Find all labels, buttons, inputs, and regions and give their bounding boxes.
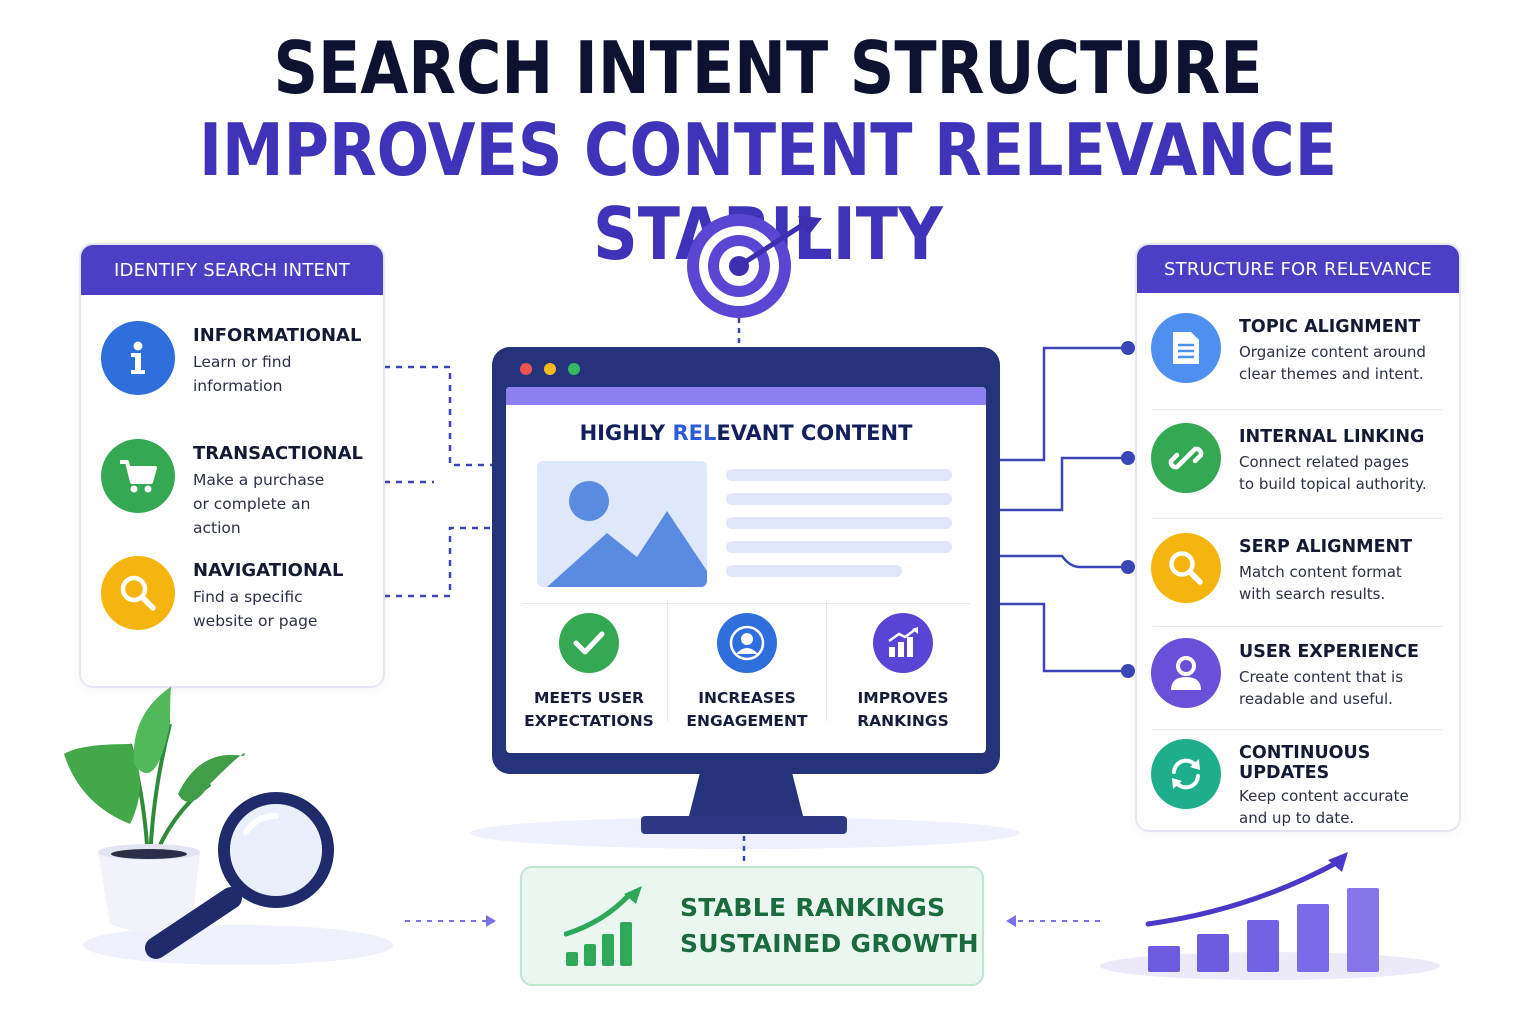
structure-title: USER EXPERIENCE <box>1239 642 1419 662</box>
target-icon <box>687 214 822 318</box>
text-line-placeholder <box>726 517 952 529</box>
title-line-2: IMPROVES CONTENT RELEVANCE STABILITY <box>198 108 1338 276</box>
screen-header-bar <box>506 387 986 405</box>
title-line-1: SEARCH INTENT STRUCTURE <box>273 26 1263 110</box>
intent-desc-line1: Learn or find <box>193 353 292 371</box>
structure-item-serp-alignment: SERP ALIGNMENT Match content format with… <box>1151 533 1445 606</box>
structure-title: CONTINUOUS UPDATES <box>1239 743 1371 783</box>
structure-title: TOPIC ALIGNMENT <box>1239 317 1421 337</box>
document-icon <box>1151 313 1221 383</box>
cart-icon <box>101 439 175 513</box>
structure-title: SERP ALIGNMENT <box>1239 537 1413 557</box>
left-panel-heading: IDENTIFY SEARCH INTENT <box>81 245 383 295</box>
structure-desc-line1: Organize content around <box>1239 343 1426 361</box>
text-line-placeholder <box>726 565 902 577</box>
intent-title: INFORMATIONAL <box>193 325 362 346</box>
monitor-base <box>641 816 847 834</box>
growth-chart-icon <box>564 886 642 966</box>
structure-item-internal-linking: INTERNAL LINKING Connect related pages t… <box>1151 423 1445 496</box>
structure-for-relevance-panel: STRUCTURE FOR RELEVANCE TOPIC ALIGNMENT … <box>1135 243 1461 832</box>
structure-desc-line1: Match content format <box>1239 563 1402 581</box>
text-line-placeholder <box>726 541 952 553</box>
refresh-icon <box>1151 739 1221 809</box>
intent-title: TRANSACTIONAL <box>193 443 363 464</box>
image-placeholder-icon <box>537 461 707 587</box>
check-icon <box>559 613 619 673</box>
structure-desc-line2: clear themes and intent. <box>1239 365 1424 383</box>
result-line-1: STABLE RANKINGS <box>680 893 946 922</box>
intent-desc-line2: website or page <box>193 612 318 630</box>
user-icon <box>717 613 777 673</box>
structure-desc-line1: Keep content accurate <box>1239 787 1409 805</box>
magnifier-illustration <box>145 792 334 959</box>
structure-desc-line2: with search results. <box>1239 585 1386 603</box>
intent-desc-line1: Make a purchase <box>193 471 325 489</box>
structure-item-topic-alignment: TOPIC ALIGNMENT Organize content around … <box>1151 313 1445 386</box>
text-line-placeholder <box>726 469 952 481</box>
user-icon <box>1151 638 1221 708</box>
result-line-2: SUSTAINED GROWTH <box>680 929 979 958</box>
structure-desc-line2: readable and useful. <box>1239 690 1393 708</box>
intent-item-informational: INFORMATIONAL Learn or find information <box>101 321 363 398</box>
search-icon <box>1151 533 1221 603</box>
monitor-stand <box>688 774 804 820</box>
intent-item-navigational: NAVIGATIONAL Find a specific website or … <box>101 556 363 633</box>
growth-bars-illustration <box>1145 852 1379 972</box>
structure-desc-line2: and up to date. <box>1239 809 1355 827</box>
intent-title: NAVIGATIONAL <box>193 560 344 581</box>
intent-desc-line1: Find a specific <box>193 588 303 606</box>
window-dot-yellow <box>544 363 556 375</box>
structure-desc-line2: to build topical authority. <box>1239 475 1427 493</box>
intent-desc-line2: information <box>193 377 283 395</box>
structure-item-continuous-updates: CONTINUOUS UPDATES Keep content accurate… <box>1151 739 1445 830</box>
search-icon <box>101 556 175 630</box>
structure-title: INTERNAL LINKING <box>1239 427 1425 447</box>
intent-item-transactional: TRANSACTIONAL Make a purchase or complet… <box>101 439 363 540</box>
window-dot-red <box>520 363 532 375</box>
plant-illustration <box>64 685 245 932</box>
structure-item-user-experience: USER EXPERIENCE Create content that is r… <box>1151 638 1445 711</box>
window-dot-green <box>568 363 580 375</box>
screen-title: HIGHLY RELEVANT CONTENT <box>579 421 913 445</box>
link-icon <box>1151 423 1221 493</box>
text-line-placeholder <box>726 493 952 505</box>
info-icon <box>101 321 175 395</box>
structure-desc-line1: Connect related pages <box>1239 453 1409 471</box>
right-panel-heading: STRUCTURE FOR RELEVANCE <box>1137 245 1459 293</box>
intent-desc-line2: or complete an action <box>193 495 311 537</box>
identify-search-intent-panel: IDENTIFY SEARCH INTENT INFORMATIONAL Lea… <box>79 243 385 688</box>
structure-desc-line1: Create content that is <box>1239 668 1404 686</box>
bar-chart-icon <box>873 613 933 673</box>
result-box: STABLE RANKINGS SUSTAINED GROWTH <box>520 866 984 986</box>
